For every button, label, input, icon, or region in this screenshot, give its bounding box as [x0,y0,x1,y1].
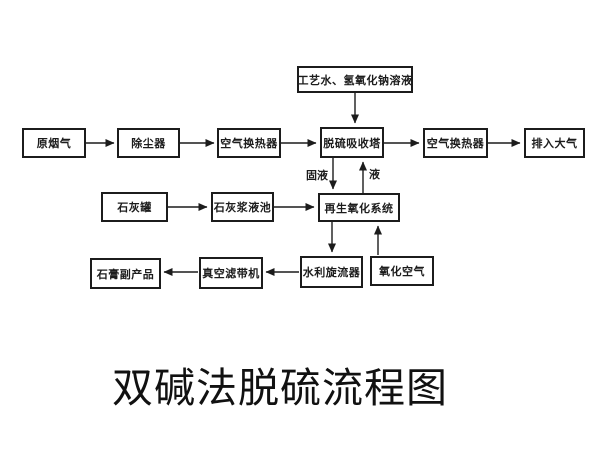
node-air-heat-exchanger-2: 空气换热器 [423,128,488,158]
diagram-title: 双碱法脱硫流程图 [112,364,448,412]
node-gypsum-byproduct: 石膏副产品 [90,258,161,289]
edge-label-solid-liquid: 固液 [306,169,328,182]
node-regeneration-oxidation-system: 再生氧化系统 [318,193,400,222]
node-raw-flue-gas: 原烟气 [22,128,86,158]
node-process-water: 工艺水、氢氧化钠溶液 [297,66,413,93]
node-vacuum-belt-filter: 真空滤带机 [199,257,263,289]
node-dust-remover: 除尘器 [117,128,180,158]
edge-label-liquid: 液 [369,168,380,181]
node-air-heat-exchanger-1: 空气换热器 [217,128,281,158]
node-hydrocyclone: 水利旋流器 [300,256,363,288]
node-discharge-atmosphere: 排入大气 [524,128,585,158]
node-desulfurization-absorber: 脱硫吸收塔 [320,127,384,158]
node-lime-tank: 石灰罐 [101,192,168,222]
node-lime-slurry-pool: 石灰浆液池 [211,192,274,222]
node-oxidation-air: 氧化空气 [370,256,434,286]
